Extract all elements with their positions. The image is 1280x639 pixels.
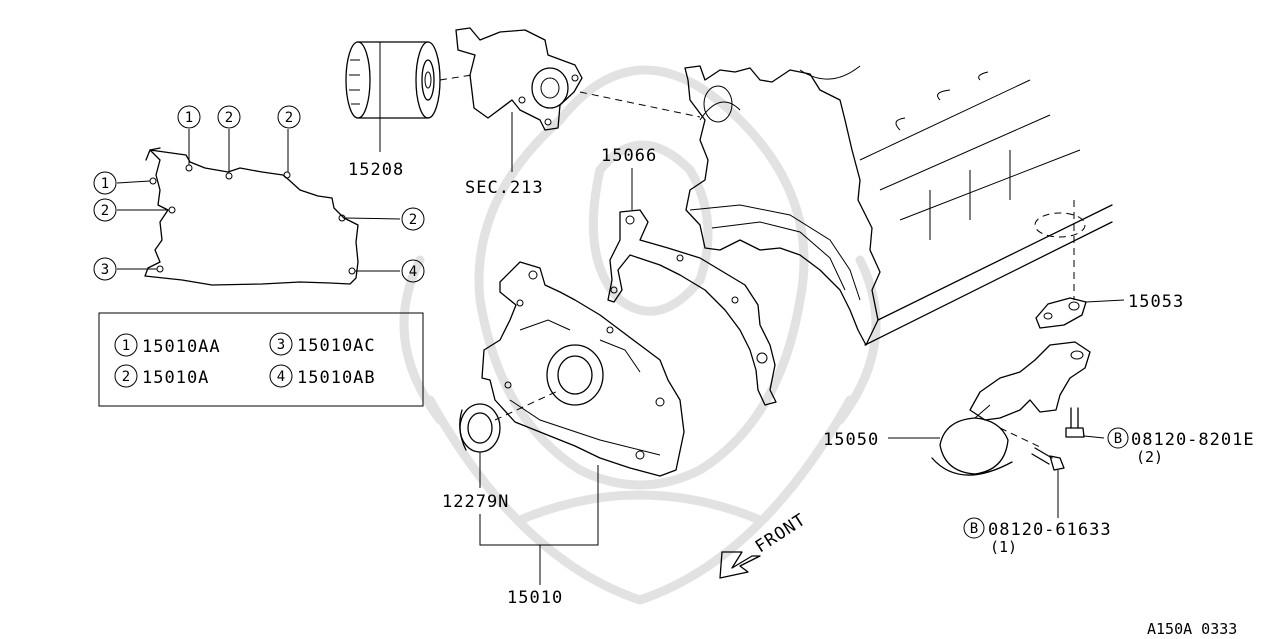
- svg-text:(1): (1): [990, 538, 1017, 556]
- callout-2-top-b: 2: [277, 105, 301, 129]
- callout-4-right: 4: [401, 259, 425, 283]
- svg-text:15010A: 15010A: [142, 368, 209, 388]
- callout-1-left: 1: [93, 171, 117, 195]
- svg-text:B: B: [970, 521, 978, 537]
- svg-text:3: 3: [277, 337, 285, 353]
- assembly-bracket-lines: [479, 465, 599, 585]
- svg-text:1: 1: [122, 338, 130, 354]
- svg-text:B: B: [1114, 431, 1122, 447]
- part-label-oil-seal: 12279N: [442, 492, 509, 512]
- svg-text:08120-61633: 08120-61633: [988, 520, 1112, 540]
- part-label-sec-213: SEC.213: [465, 178, 544, 198]
- strainer-drawing: [888, 341, 1091, 476]
- legend-box: 1 15010AA 3 15010AC 2 15010A 4 15010AB: [98, 312, 424, 407]
- part-label-strainer: 15050: [823, 430, 879, 450]
- svg-text:2: 2: [285, 110, 293, 126]
- part-label-strainer-gasket: 15053: [1128, 292, 1184, 312]
- oil-pump-drawing: [481, 261, 685, 477]
- bolt-a-drawing: [1065, 407, 1105, 439]
- legend-item-3: 3 15010AC: [269, 332, 376, 356]
- part-label-oil-pump-assy: 15010: [507, 588, 563, 608]
- callout-1-top: 1: [177, 105, 201, 129]
- legend-item-1: 1 15010AA: [114, 333, 221, 357]
- diagram-id: A150A 0333: [1147, 620, 1237, 638]
- front-cover-gasket-drawing: [607, 168, 777, 406]
- oil-seal-drawing: [459, 403, 501, 488]
- oil-filter-drawing: [345, 41, 473, 152]
- svg-text:2: 2: [225, 110, 233, 126]
- svg-text:08120-8201E: 08120-8201E: [1131, 430, 1255, 450]
- svg-text:4: 4: [409, 264, 417, 280]
- svg-text:2: 2: [101, 203, 109, 219]
- callout-3-left: 3: [93, 257, 117, 281]
- svg-text:(2): (2): [1136, 448, 1163, 466]
- svg-text:3: 3: [101, 262, 109, 278]
- part-label-gasket: 15066: [601, 146, 657, 166]
- callout-2-left: 2: [93, 198, 117, 222]
- svg-text:15010AA: 15010AA: [142, 337, 221, 357]
- engine-block-drawing: [684, 65, 1113, 346]
- bolt-a-label: B 08120-8201E (2): [1107, 427, 1255, 466]
- strainer-gasket-drawing: [1035, 297, 1125, 329]
- callout-2-top-a: 2: [217, 105, 241, 129]
- bolt-b-label: B 08120-61633 (1): [963, 517, 1112, 556]
- callout-2-right: 2: [401, 207, 425, 231]
- svg-text:15010AC: 15010AC: [297, 336, 376, 356]
- filter-bracket-drawing: [455, 27, 701, 172]
- svg-text:1: 1: [185, 110, 193, 126]
- svg-text:4: 4: [277, 369, 285, 385]
- svg-text:1: 1: [101, 176, 109, 192]
- svg-text:2: 2: [409, 212, 417, 228]
- svg-text:15010AB: 15010AB: [297, 368, 376, 388]
- part-label-oil-filter: 15208: [348, 160, 404, 180]
- svg-text:2: 2: [122, 369, 130, 385]
- legend-item-4: 4 15010AB: [269, 364, 376, 388]
- gasket-outline: [116, 129, 401, 286]
- legend-item-2: 2 15010A: [114, 364, 209, 388]
- bolt-b-drawing: [1031, 447, 1065, 518]
